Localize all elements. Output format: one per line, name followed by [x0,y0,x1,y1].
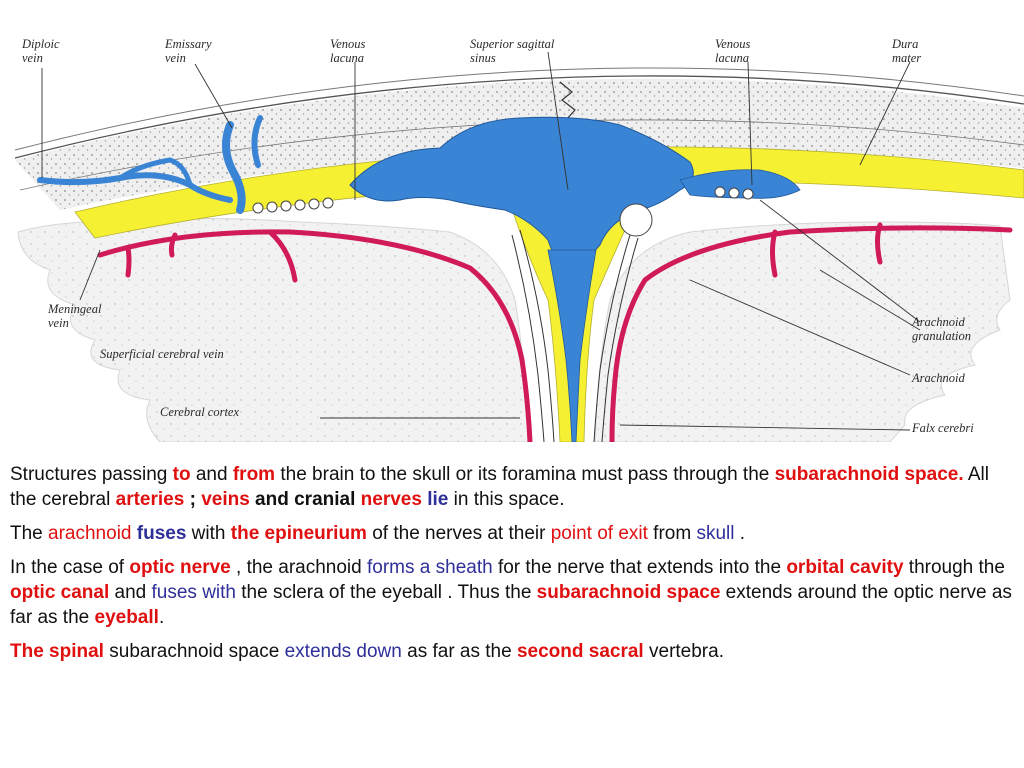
text-run: lie [427,489,449,510]
label-emissary-vein: Emissary vein [164,37,212,65]
text-run: and [190,464,233,485]
text-run: optic nerve [129,557,231,578]
text-run: extends down [284,641,402,662]
label-meningeal-vein: Meningeal vein [47,302,102,330]
text-run: from [232,464,276,485]
text-run: for the nerve that extends into the [492,557,787,578]
svg-text:Meningeal: Meningeal [47,302,102,316]
svg-text:Emissary: Emissary [164,37,212,51]
text-run: eyeball [94,607,159,628]
arachnoid-granulations [252,186,754,237]
description-text: Structures passing to and from the brain… [10,462,1018,673]
text-run: . [734,523,746,544]
text-run: fuses with [151,582,236,603]
paragraph-1: Structures passing to and from the brain… [10,462,1018,512]
svg-text:lacuna: lacuna [715,51,749,65]
svg-text:vein: vein [22,51,43,65]
label-arachnoid: Arachnoid [911,371,966,385]
svg-text:lacuna: lacuna [330,51,364,65]
text-run: Structures passing [10,464,173,485]
text-run: forms a sheath [367,557,493,578]
svg-text:Dura: Dura [891,37,918,51]
text-run: as far as the [401,641,517,662]
label-cerebral-cortex: Cerebral cortex [160,405,239,419]
text-run: and [109,582,152,603]
paragraph-2: The arachnoid fuses with the epineurium … [10,521,1018,546]
cerebral-arteries [97,222,1013,442]
text-run: to [172,464,191,485]
svg-text:mater: mater [892,51,921,65]
text-run: skull [696,523,735,544]
svg-text:Superior sagittal: Superior sagittal [470,37,555,51]
meninges-diagram: Diploic vein Emissary vein Venous lacuna… [14,37,1024,442]
text-run: The spinal [10,641,104,662]
label-superficial-cerebral-vein: Superficial cerebral vein [100,347,224,361]
leader-lines [41,51,921,431]
label-falx-cerebri: Falx cerebri [911,421,974,435]
text-run: , the arachnoid [230,557,367,578]
text-run: extends around the optic nerve as far as… [10,582,1012,628]
svg-text:vein: vein [48,316,69,330]
text-run: second sacral [516,641,644,662]
label-dura-mater: Dura mater [891,37,921,65]
text-run: . [158,607,165,628]
text-run: subarachnoid space [103,641,285,662]
text-run: optic canal [10,582,110,603]
text-run: subarachnoid space [536,582,721,603]
paragraph-3: In the case of optic nerve , the arachno… [10,555,1018,630]
text-run: the brain to the skull or its foramina m… [275,464,775,485]
venous-lacuna-right [679,169,801,199]
text-run: vertebra. [643,641,724,662]
text-run: from [647,523,697,544]
text-run: the sclera of the eyeball . Thus the [236,582,537,603]
svg-text:Diploic: Diploic [21,37,60,51]
text-run: In the case of [10,557,130,578]
text-run: subarachnoid space. [774,464,964,485]
text-run: in this space. [448,489,565,510]
label-venous-lacuna-right: Venous lacuna [715,37,751,65]
text-run: orbital cavity [786,557,904,578]
text-run: fuses [136,523,187,544]
text-run: with [186,523,231,544]
svg-text:granulation: granulation [912,329,971,343]
cerebral-cortex-left [17,218,529,442]
text-run: arteries [115,489,185,510]
text-run: and cranial [249,489,361,510]
text-run: ; [184,489,202,510]
label-diploic-vein: Diploic vein [21,37,60,65]
superior-sagittal-sinus [349,116,694,442]
text-run: All the cerebral [10,464,989,510]
svg-text:vein: vein [165,51,186,65]
text-run: veins [201,489,250,510]
text-run: arachnoid [48,523,132,544]
text-run: point of exit [550,523,648,544]
text-run: nerves [360,489,422,510]
cerebral-cortex-right [594,221,1011,442]
svg-text:Arachnoid: Arachnoid [911,315,966,329]
paragraph-4: The spinal subarachnoid space extends do… [10,639,1018,664]
label-superior-sagittal-sinus: Superior sagittal sinus [470,37,555,65]
emissary-diploic-veins [37,115,263,214]
svg-text:Venous: Venous [715,37,751,51]
label-venous-lacuna-left: Venous lacuna [330,37,366,65]
text-run: through the [903,557,1005,578]
text-run: the epineurium [230,523,367,544]
svg-text:sinus: sinus [470,51,496,65]
label-arachnoid-granulation: Arachnoid granulation [911,315,971,343]
arachnoid-lines [511,229,639,442]
svg-text:Venous: Venous [330,37,366,51]
text-run: of the nerves at their [366,523,551,544]
text-run: The [10,523,49,544]
